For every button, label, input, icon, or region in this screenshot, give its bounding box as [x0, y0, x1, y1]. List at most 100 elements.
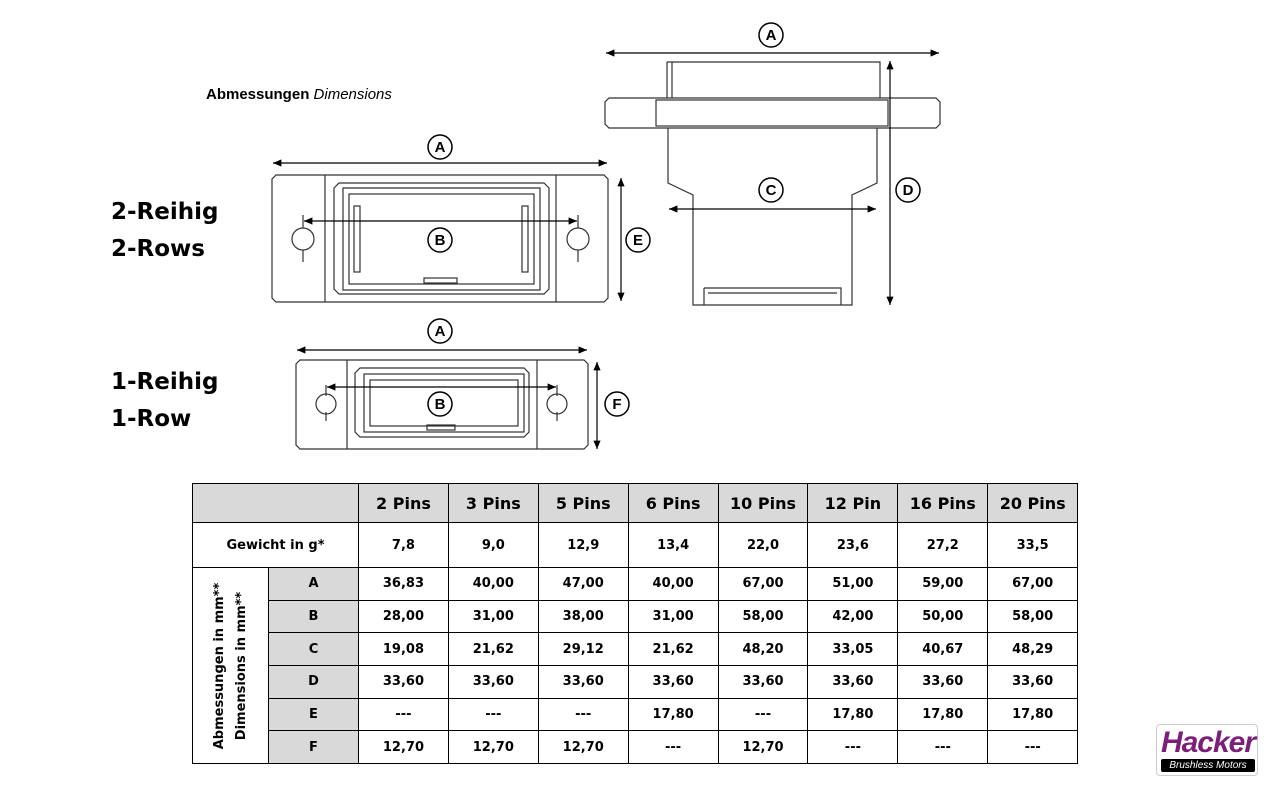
dimension-cell: 48,29 — [987, 632, 1079, 667]
title-en: Dimensions — [313, 86, 392, 103]
title-de: Abmessungen — [206, 86, 310, 103]
dimension-cell: 12,70 — [537, 730, 629, 765]
dimension-cell: 29,12 — [537, 632, 629, 667]
label-2-reihig: 2-Reihig — [111, 199, 219, 225]
dimension-cell: 33,60 — [537, 665, 629, 699]
header-corner — [192, 483, 359, 523]
dimension-letter: A — [268, 567, 359, 601]
page-title: Abmessungen Dimensions — [206, 86, 392, 103]
connector-drawings: A B E A B F A C D — [271, 22, 941, 450]
dimension-letter: F — [268, 730, 359, 765]
dimension-cell: 40,00 — [627, 567, 719, 601]
dimension-cell: 12,70 — [358, 730, 449, 765]
dimension-cell: 67,00 — [717, 567, 809, 601]
dimension-cell: 12,70 — [717, 730, 809, 765]
svg-text:A: A — [766, 27, 777, 44]
column-header: 6 Pins — [627, 483, 719, 523]
dimension-letter: C — [268, 632, 359, 667]
svg-text:F: F — [612, 396, 621, 413]
callout-a-side: A — [758, 22, 784, 48]
dimension-cell: 42,00 — [807, 599, 899, 634]
column-header: 3 Pins — [447, 483, 539, 523]
callout-f: F — [604, 391, 630, 417]
dimension-cell: 28,00 — [358, 599, 449, 634]
weight-cell: 9,0 — [447, 522, 539, 568]
dimension-cell: 33,60 — [447, 665, 539, 699]
dimension-cell: 67,00 — [987, 567, 1079, 601]
dimension-cell: 21,62 — [627, 632, 719, 667]
dimension-cell: 40,67 — [897, 632, 989, 667]
dimension-cell: --- — [987, 730, 1079, 765]
dimension-cell: 33,60 — [717, 665, 809, 699]
callout-c: C — [758, 177, 784, 203]
dimension-letter: E — [268, 697, 359, 732]
column-header: 10 Pins — [717, 483, 809, 523]
svg-text:A: A — [435, 323, 446, 340]
dimension-group-label: Abmessungen in mm**Dimensions in mm** — [192, 566, 269, 765]
dimension-letter: B — [268, 599, 359, 634]
svg-text:A: A — [435, 139, 446, 156]
column-header: 16 Pins — [897, 483, 989, 523]
weight-cell: 33,5 — [987, 522, 1079, 568]
one-row-connector — [295, 359, 589, 450]
dimension-cell: 40,00 — [447, 567, 539, 601]
dimension-cell: 33,60 — [358, 665, 449, 699]
logo-tagline: Brushless Motors — [1161, 759, 1255, 772]
svg-text:B: B — [435, 232, 446, 249]
callout-b-two-row: B — [427, 227, 453, 253]
weight-label: Gewicht in g* — [192, 522, 359, 568]
side-view-connector — [604, 61, 941, 306]
column-header: 12 Pin — [807, 483, 899, 523]
callout-a-one-row: A — [427, 318, 453, 344]
dimension-cell: 58,00 — [717, 599, 809, 634]
dimension-cell: --- — [807, 730, 899, 765]
dimension-cell: 58,00 — [987, 599, 1079, 634]
weight-cell: 12,9 — [537, 522, 629, 568]
dimension-cell: 31,00 — [627, 599, 719, 634]
dimension-cell: --- — [537, 697, 629, 732]
dimension-cell: 48,20 — [717, 632, 809, 667]
column-header: 2 Pins — [358, 483, 449, 523]
column-header: 20 Pins — [987, 483, 1079, 523]
label-1-reihig: 1-Reihig — [111, 369, 219, 395]
dimension-cell: 17,80 — [987, 697, 1079, 732]
label-1-row: 1-Row — [111, 406, 192, 432]
callout-e: E — [625, 227, 651, 253]
dimension-cell: 50,00 — [897, 599, 989, 634]
dimension-cell: 33,60 — [807, 665, 899, 699]
dimension-cell: --- — [897, 730, 989, 765]
dimension-cell: 47,00 — [537, 567, 629, 601]
weight-cell: 27,2 — [897, 522, 989, 568]
dimension-cell: 51,00 — [807, 567, 899, 601]
dimension-cell: 33,60 — [897, 665, 989, 699]
svg-text:B: B — [435, 396, 446, 413]
dimension-cell: 33,05 — [807, 632, 899, 667]
dimension-cell: 33,60 — [627, 665, 719, 699]
label-2-rows: 2-Rows — [111, 236, 205, 262]
dimension-cell: 31,00 — [447, 599, 539, 634]
dimension-cell: --- — [358, 697, 449, 732]
logo-brand: Hacker — [1160, 726, 1256, 759]
callout-d: D — [895, 177, 921, 203]
dimension-letter: D — [268, 665, 359, 699]
dimension-cell: 33,60 — [987, 665, 1079, 699]
dimension-cell: 36,83 — [358, 567, 449, 601]
weight-cell: 22,0 — [717, 522, 809, 568]
column-header: 5 Pins — [537, 483, 629, 523]
weight-cell: 7,8 — [358, 522, 449, 568]
callout-b-one-row: B — [427, 391, 453, 417]
dimension-cell: 12,70 — [447, 730, 539, 765]
dimension-cell: 17,80 — [627, 697, 719, 732]
svg-text:D: D — [903, 182, 914, 199]
weight-cell: 13,4 — [627, 522, 719, 568]
dimension-cell: 21,62 — [447, 632, 539, 667]
dimension-label-de: Abmessungen in mm** — [211, 582, 227, 749]
hacker-logo: Hacker Brushless Motors — [1156, 724, 1258, 776]
two-row-connector — [271, 174, 609, 303]
